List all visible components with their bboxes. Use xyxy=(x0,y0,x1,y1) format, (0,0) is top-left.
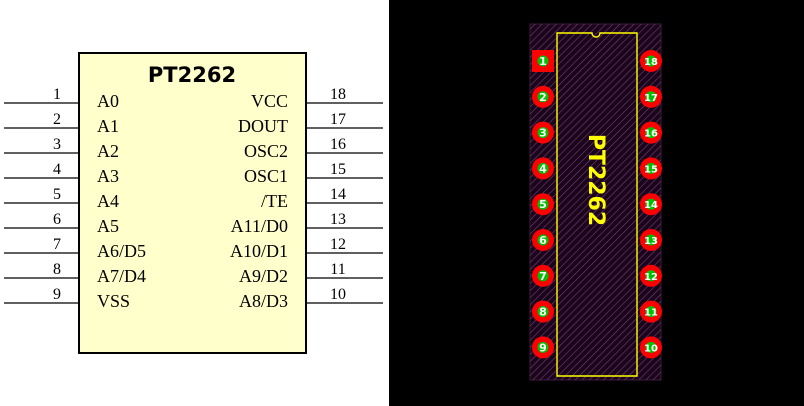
pin-number-right: 11 xyxy=(330,261,345,278)
pin-label-left: VSS xyxy=(97,291,130,311)
silkscreen-outline xyxy=(556,32,638,377)
pad-number: 16 xyxy=(644,129,658,140)
pad-drill xyxy=(645,234,657,246)
schematic-svg: PT2262 1 A0 2 A1 3 A2 4 A3 5 A4 6 A5 7 A6/D5 8 A7/D4 9 VS… xyxy=(4,52,383,354)
pad-number: 17 xyxy=(644,93,658,104)
pad-drill xyxy=(645,341,657,353)
pad-drill xyxy=(645,91,657,103)
pad-number: 11 xyxy=(644,308,658,319)
ic-title: PT2262 xyxy=(148,63,236,87)
pin-number-right: 16 xyxy=(330,136,346,153)
pad-drill xyxy=(537,55,549,67)
pad-number: 12 xyxy=(644,272,658,283)
pad-number: 8 xyxy=(539,306,547,319)
pad-drill xyxy=(537,91,549,103)
pad-number: 18 xyxy=(644,57,658,68)
pad-number: 13 xyxy=(644,236,658,247)
pad-drill xyxy=(645,55,657,67)
pin-label-left: A0 xyxy=(97,91,119,111)
pin-number-right: 12 xyxy=(330,236,346,253)
footprint-label: PT2262 xyxy=(583,134,608,226)
pad-drill xyxy=(645,306,657,318)
pin-number-left: 5 xyxy=(53,186,61,203)
pin-number-left: 3 xyxy=(53,136,61,153)
left-pin-group: 1 A0 2 A1 3 A2 4 A3 5 A4 6 A5 7 A6/D5 8 A7/D4 9 VSS xyxy=(4,86,146,311)
pin-label-left: A5 xyxy=(97,216,119,236)
pin-label-left: A3 xyxy=(97,166,119,186)
pad-number: 10 xyxy=(644,343,658,354)
right-pin-group: 18 VCC 17 DOUT 16 OSC2 15 OSC1 14/TE 13 A11/D0 12 A1… xyxy=(230,86,383,311)
pin-number-left: 6 xyxy=(53,211,61,228)
pad-drill xyxy=(645,127,657,139)
left-pad-group: 1 2 3 4 5 6 7 8 9 xyxy=(532,50,554,359)
pin-number-left: 1 xyxy=(53,86,61,103)
pin-label-right: DOUT xyxy=(238,116,288,136)
pin-label-right: A8/D3 xyxy=(239,291,288,311)
pin-label-right: A11/D0 xyxy=(231,216,288,236)
pad-number: 15 xyxy=(644,164,658,175)
pin-number-left: 9 xyxy=(53,286,61,303)
pin-label-left: A1 xyxy=(97,116,119,136)
pad-drill xyxy=(645,162,657,174)
pin-number-left: 8 xyxy=(53,261,61,278)
pin-number-right: 10 xyxy=(330,286,346,303)
pin-label-left: A4 xyxy=(97,191,119,211)
pad-drill xyxy=(537,306,549,318)
pad-drill xyxy=(537,162,549,174)
pad-number: 3 xyxy=(539,127,547,140)
pad-number: 14 xyxy=(644,200,658,211)
pin-number-left: 2 xyxy=(53,111,61,128)
schematic-panel: PT2262 1 A0 2 A1 3 A2 4 A3 5 A4 6 A5 7 A6/D5 8 A7/D4 9 VS… xyxy=(0,0,389,406)
pad-number: 5 xyxy=(539,198,547,211)
pin-label-right: A9/D2 xyxy=(239,266,288,286)
pad-drill xyxy=(645,198,657,210)
pin-number-right: 14 xyxy=(330,186,346,203)
pin-label-left: A2 xyxy=(97,141,119,161)
pin-label-right: A10/D1 xyxy=(230,241,288,261)
pad-number: 2 xyxy=(539,91,547,104)
right-pad-group: 18 17 16 15 14 13 12 11 10 xyxy=(640,50,662,359)
pad-drill xyxy=(537,270,549,282)
pad-number: 7 xyxy=(539,270,547,283)
pad-drill xyxy=(645,270,657,282)
pin-label-right: /TE xyxy=(261,191,288,211)
pin-number-right: 15 xyxy=(330,161,346,178)
pad-drill xyxy=(537,234,549,246)
pin-label-left: A6/D5 xyxy=(97,241,146,261)
pin-label-left: A7/D4 xyxy=(97,266,146,286)
pad-number: 6 xyxy=(539,234,547,247)
pin-label-right: VCC xyxy=(251,91,288,111)
pad-number: 9 xyxy=(539,341,547,354)
pad-drill xyxy=(537,127,549,139)
pad-number: 4 xyxy=(539,162,547,175)
ic-body xyxy=(78,52,307,354)
pin-number-right: 17 xyxy=(330,111,346,128)
pin-number-right: 18 xyxy=(330,86,346,103)
pad-drill xyxy=(537,341,549,353)
pin-label-right: OSC2 xyxy=(244,141,288,161)
pad-drill xyxy=(537,198,549,210)
pin-number-right: 13 xyxy=(330,211,346,228)
pad-number: 1 xyxy=(539,55,547,68)
pin-number-left: 7 xyxy=(53,236,61,253)
pin-number-left: 4 xyxy=(53,161,61,178)
pin-label-right: OSC1 xyxy=(244,166,288,186)
